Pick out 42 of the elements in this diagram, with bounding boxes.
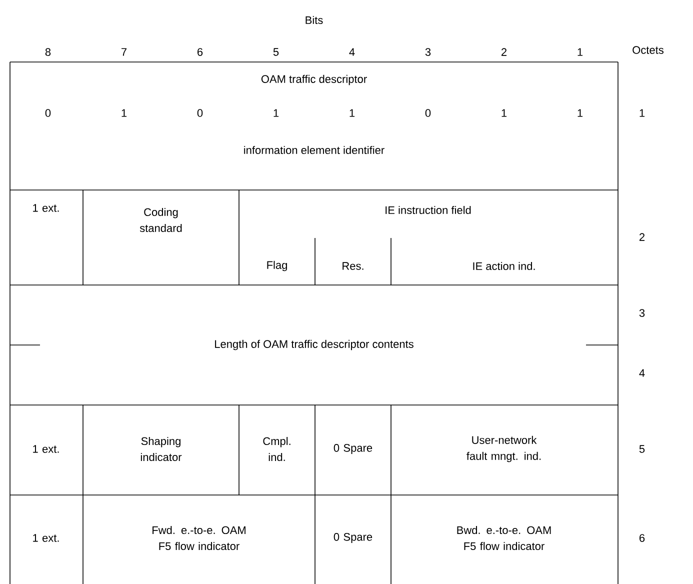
bit-value: 0 [425, 109, 431, 117]
bit-value: 0 [197, 109, 203, 117]
axis-title: Octets [632, 46, 664, 54]
octet-number: 5 [639, 445, 645, 453]
field-name: Cmpl. ind. [263, 436, 290, 462]
bit-number: 6 [198, 48, 203, 56]
field-name: Fwd. e.-to-e. OAM F5 flow indicator [152, 526, 246, 550]
field-name: User-network fault mngt. ind. [466, 436, 541, 462]
bit-number: 3 [425, 48, 431, 56]
bit-value: 1 [122, 109, 127, 117]
field-name: 0 Spare [334, 444, 372, 454]
octet-number: 6 [640, 534, 645, 542]
field-name: Coding standard [140, 208, 182, 232]
field-name: Flag [267, 260, 287, 272]
bit-value: 1 [350, 109, 355, 117]
field-name: OAM traffic descriptor [261, 74, 367, 86]
bit-number: 2 [502, 48, 507, 56]
bit-number: 4 [349, 48, 355, 56]
field-name: Length of OAM traffic descriptor contents [215, 340, 414, 350]
octet-number: 2 [640, 233, 645, 241]
field-name: Shaping indicator [140, 436, 182, 462]
octet-number: 4 [639, 369, 645, 377]
octet-number: 3 [639, 309, 645, 317]
bit-number: 5 [273, 48, 279, 56]
bit-value: 1 [578, 109, 583, 117]
field-name: Res. [342, 262, 364, 270]
field-name: 1 ext. [33, 445, 59, 453]
bit-value: 0 [45, 109, 51, 117]
octet-number: 1 [640, 109, 645, 117]
axis-title: Bits [306, 16, 323, 24]
field-name: 1 ext. [33, 204, 59, 212]
bit-value: 1 [502, 109, 507, 117]
field-name: information element identifier [244, 146, 384, 154]
field-name: IE instruction field [386, 206, 471, 214]
bit-number: 8 [45, 48, 51, 56]
field-name: 0 Spare [334, 533, 372, 543]
field-name: IE action ind. [473, 262, 535, 270]
bit-value: 1 [274, 109, 279, 117]
field-name: 1 ext. [33, 534, 59, 542]
field-name: Bwd. e.-to-e. OAM F5 flow indicator [457, 526, 551, 550]
bit-number: 7 [122, 48, 126, 56]
bit-number: 1 [578, 48, 583, 56]
